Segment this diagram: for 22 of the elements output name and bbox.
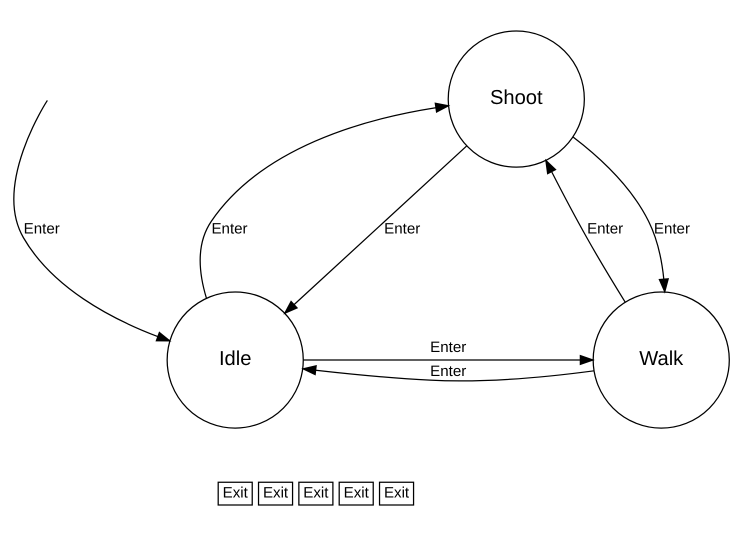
edge-label: Enter <box>430 362 466 380</box>
node-circle: Shoot <box>448 30 585 168</box>
edge-label: Enter <box>211 220 248 238</box>
edge-label: Enter <box>654 220 690 238</box>
arrow <box>301 365 594 382</box>
arrow <box>572 136 670 294</box>
arrow <box>13 100 172 342</box>
label: Exit <box>384 484 410 502</box>
arrow <box>545 158 626 302</box>
label: Exit <box>303 484 328 502</box>
edge-label: Enter <box>24 220 60 238</box>
edge-label: Enter <box>384 220 420 238</box>
node-circle: Walk <box>592 291 730 429</box>
arrow <box>304 354 595 366</box>
label: Exit <box>344 484 369 502</box>
label: Exit <box>222 484 248 502</box>
label: Exit <box>262 484 288 502</box>
arrow <box>283 146 468 314</box>
node-circle: Idle <box>166 291 304 429</box>
edge-label: Enter <box>587 220 624 238</box>
arrow <box>200 102 450 298</box>
edge-label: Enter <box>430 338 466 356</box>
